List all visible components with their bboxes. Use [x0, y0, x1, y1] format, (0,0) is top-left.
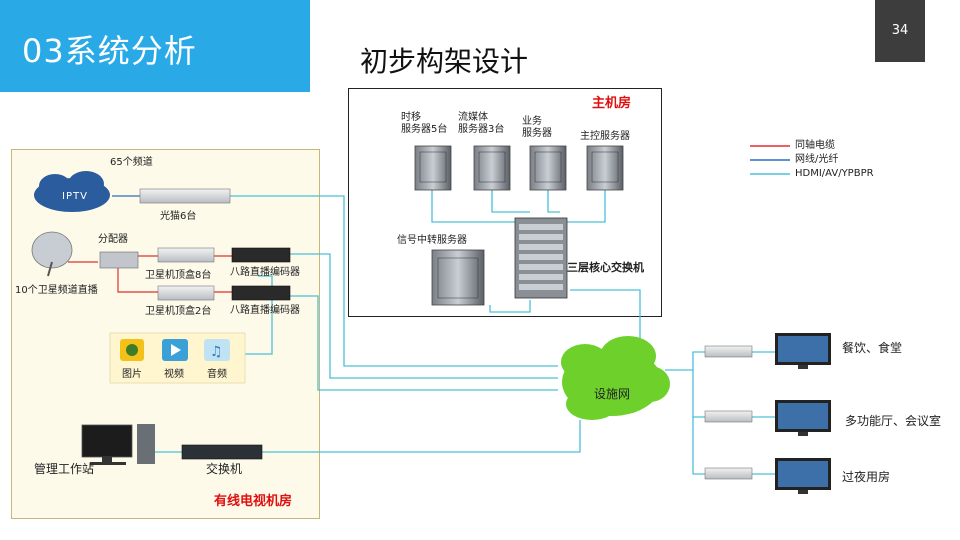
- output-stb-2-icon: [704, 410, 753, 423]
- channels-label: 65个频道: [110, 157, 153, 168]
- output-label-conference: 多功能厅、会议室: [845, 414, 942, 428]
- optical-modem-icon: [139, 188, 231, 204]
- stb-2-label: 卫星机顶盒2台: [145, 306, 212, 317]
- satellite-label: 10个卫星频道直播: [15, 285, 98, 296]
- coax-lines: [68, 255, 232, 293]
- output-tv-3-icon: [775, 458, 831, 494]
- encoder-1-icon: [231, 247, 291, 263]
- business-server-icon: [529, 145, 567, 191]
- relay-server-label: 信号中转服务器: [397, 235, 467, 246]
- legend-coax-label: 同轴电缆: [795, 140, 835, 151]
- streaming-server-label: 流媒体 服务器3台: [458, 112, 505, 135]
- satellite-stb-8-icon: [157, 247, 215, 263]
- encoder-1-label: 八路直播编码器: [230, 267, 300, 278]
- iptv-cloud-icon: [34, 171, 110, 212]
- master-server-icon: [586, 145, 624, 191]
- facility-network-cloud-icon: [561, 336, 670, 420]
- cable-room-label: 有线电视机房: [214, 494, 293, 509]
- main-room-label: 主机房: [592, 96, 632, 111]
- encoder-2-label: 八路直播编码器: [230, 305, 300, 316]
- business-server-label: 业务 服务器: [522, 116, 552, 139]
- main-room-box: [348, 88, 662, 317]
- core-switch-icon: [514, 217, 568, 299]
- output-stb-1-icon: [704, 345, 753, 358]
- legend-network-label: 网线/光纤: [795, 154, 839, 165]
- splitter-icon: [99, 251, 139, 269]
- output-tv-2-icon: [775, 400, 831, 436]
- iptv-label: IPTV: [62, 191, 88, 202]
- output-label-dining: 餐饮、食堂: [842, 341, 903, 355]
- media-video-label: 视频: [164, 369, 184, 380]
- stb-8-label: 卫星机顶盒8台: [145, 270, 212, 281]
- output-label-overnight: 过夜用房: [842, 470, 891, 484]
- legend-hdmi-label: HDMI/AV/YPBPR: [795, 168, 874, 179]
- encoder-2-icon: [231, 285, 291, 301]
- media-picture-label: 图片: [122, 369, 142, 380]
- svg-text:♫: ♫: [210, 344, 223, 360]
- slide-title: 初步构架设计: [360, 45, 529, 78]
- facility-network-label: 设施网: [594, 387, 631, 401]
- picture-icon: [120, 339, 144, 361]
- section-banner: 03系统分析: [0, 0, 310, 92]
- output-tv-1-icon: [775, 333, 831, 369]
- section-title: 03系统分析: [22, 32, 197, 70]
- workstation-icon: [81, 424, 155, 465]
- output-stb-3-icon: [704, 467, 753, 480]
- core-switch-label: 三层核心交换机: [567, 261, 644, 274]
- splitter-label: 分配器: [98, 234, 128, 245]
- master-server-label: 主控服务器: [580, 131, 630, 142]
- video-icon: [162, 339, 188, 361]
- media-audio-label: 音频: [207, 369, 227, 380]
- satellite-stb-2-icon: [157, 285, 215, 301]
- timeshift-server-icon: [414, 145, 452, 191]
- relay-server-icon: [431, 249, 485, 306]
- hdmi-lines: [155, 190, 775, 475]
- timeshift-server-label: 时移 服务器5台: [401, 112, 448, 135]
- access-switch-icon: [181, 444, 263, 460]
- access-switch-label: 交换机: [206, 462, 243, 476]
- workstation-label: 管理工作站: [34, 462, 95, 476]
- optical-modem-label: 光猫6台: [160, 211, 197, 222]
- streaming-server-icon: [473, 145, 511, 191]
- satellite-dish-icon: [31, 231, 73, 277]
- page-number: 34: [875, 0, 925, 62]
- audio-icon: ♫: [204, 339, 230, 361]
